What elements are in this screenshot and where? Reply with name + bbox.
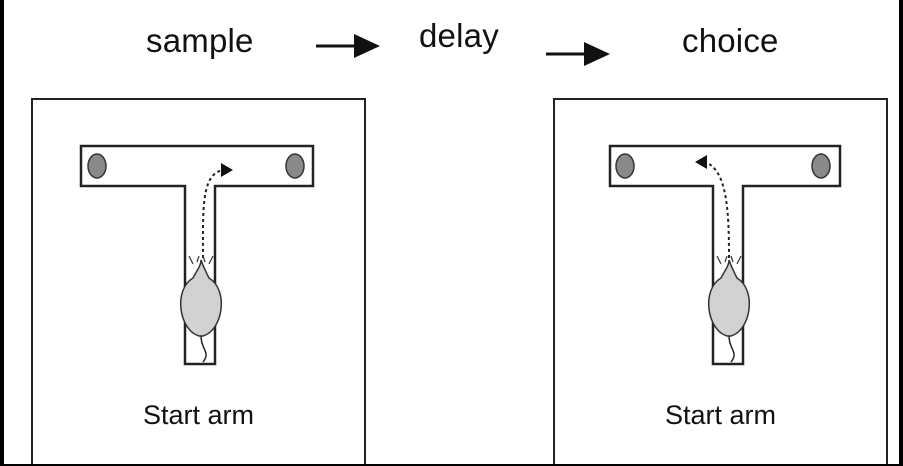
figure-canvas: sample delay choice Start arm bbox=[4, 0, 899, 464]
path-arrowhead-left-icon bbox=[695, 155, 707, 169]
t-maze-diagram bbox=[79, 144, 315, 366]
food-well-right-icon bbox=[811, 153, 831, 179]
flow-arrow-icon bbox=[546, 42, 610, 66]
dotted-path-right bbox=[201, 169, 224, 259]
start-arm-label: Start arm bbox=[142, 400, 255, 430]
panel-sample: Start arm bbox=[31, 98, 366, 464]
stage-label-delay: delay bbox=[419, 17, 499, 54]
rat-icon bbox=[179, 255, 223, 363]
flow-arrow-icon bbox=[316, 34, 380, 58]
rat-icon bbox=[707, 255, 751, 363]
t-maze-outline bbox=[79, 144, 315, 366]
path-arrowhead-right-icon bbox=[221, 163, 233, 177]
food-well-right-icon bbox=[285, 153, 305, 179]
stage-label-choice: choice bbox=[682, 22, 779, 59]
t-maze-outline bbox=[608, 144, 842, 366]
panel-choice: Start arm bbox=[553, 98, 888, 464]
food-well-left-icon bbox=[615, 153, 635, 179]
food-well-left-icon bbox=[87, 153, 107, 179]
stage-label-sample: sample bbox=[146, 22, 254, 59]
t-maze-diagram bbox=[608, 144, 842, 366]
dotted-path-left bbox=[704, 161, 730, 259]
start-arm-label: Start arm bbox=[664, 400, 777, 430]
